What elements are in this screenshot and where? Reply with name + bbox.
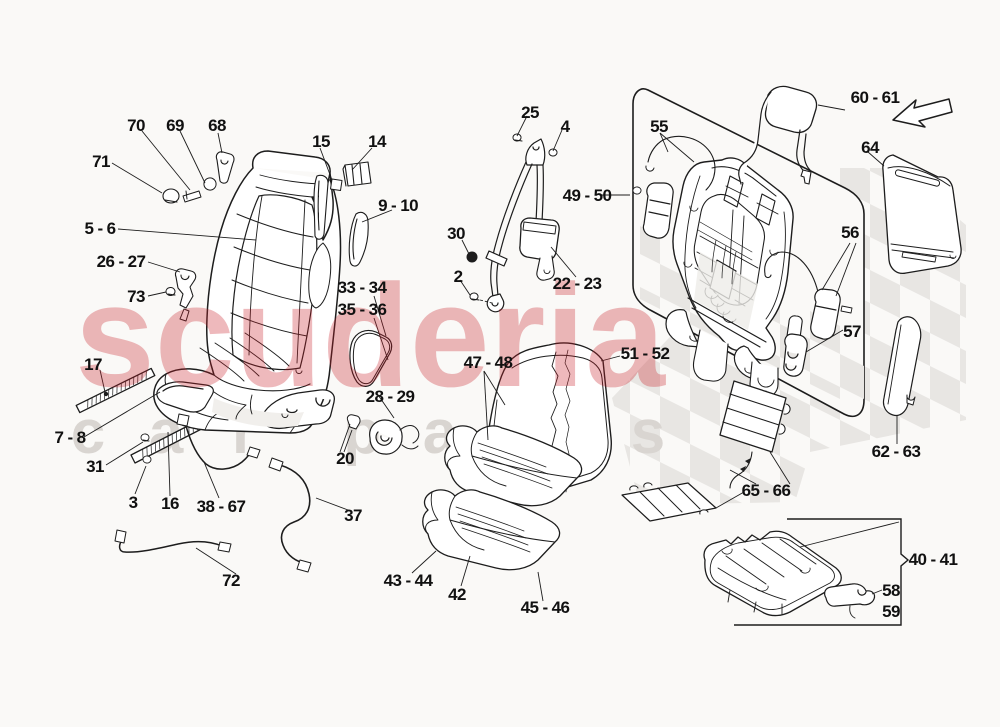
svg-text:73: 73 — [127, 287, 145, 306]
svg-text:35 - 36: 35 - 36 — [338, 300, 387, 319]
svg-text:c: c — [71, 398, 105, 467]
svg-text:14: 14 — [368, 132, 387, 151]
svg-text:2: 2 — [454, 267, 463, 286]
svg-text:70: 70 — [127, 116, 145, 135]
svg-text:56: 56 — [841, 223, 859, 242]
svg-text:3: 3 — [129, 493, 138, 512]
svg-text:58: 58 — [882, 581, 900, 600]
svg-text:72: 72 — [222, 571, 240, 590]
svg-text:15: 15 — [312, 132, 330, 151]
svg-text:68: 68 — [208, 116, 226, 135]
svg-text:65 - 66: 65 - 66 — [742, 481, 791, 500]
svg-text:33 - 34: 33 - 34 — [338, 278, 388, 297]
svg-text:17: 17 — [84, 355, 102, 374]
svg-text:s: s — [631, 398, 665, 467]
svg-text:47 - 48: 47 - 48 — [464, 353, 513, 372]
svg-text:40 - 41: 40 - 41 — [909, 550, 958, 569]
svg-text:28 - 29: 28 - 29 — [366, 387, 415, 406]
svg-text:57: 57 — [843, 322, 861, 341]
svg-text:22 - 23: 22 - 23 — [553, 274, 602, 293]
svg-text:16: 16 — [161, 494, 179, 513]
svg-text:71: 71 — [92, 152, 110, 171]
svg-text:60 - 61: 60 - 61 — [851, 88, 900, 107]
svg-text:62 - 63: 62 - 63 — [872, 442, 921, 461]
svg-text:49 - 50: 49 - 50 — [563, 186, 612, 205]
svg-text:51 - 52: 51 - 52 — [621, 344, 670, 363]
svg-text:scuderia: scuderia — [75, 254, 667, 417]
svg-text:26 - 27: 26 - 27 — [97, 252, 146, 271]
svg-text:55: 55 — [650, 117, 668, 136]
svg-text:25: 25 — [521, 103, 539, 122]
svg-text:31: 31 — [86, 457, 104, 476]
svg-text:30: 30 — [447, 224, 465, 243]
svg-text:38 - 67: 38 - 67 — [197, 497, 246, 516]
svg-text:9 - 10: 9 - 10 — [378, 196, 418, 215]
svg-text:5 - 6: 5 - 6 — [84, 219, 115, 238]
svg-text:42: 42 — [448, 585, 466, 604]
svg-text:20: 20 — [336, 449, 354, 468]
svg-text:45 - 46: 45 - 46 — [521, 598, 570, 617]
svg-text:59: 59 — [882, 602, 900, 621]
svg-text:69: 69 — [166, 116, 184, 135]
svg-text:37: 37 — [344, 506, 362, 525]
svg-text:7 - 8: 7 - 8 — [54, 428, 85, 447]
svg-text:64: 64 — [861, 138, 880, 157]
svg-text:4: 4 — [561, 117, 571, 136]
svg-text:43 - 44: 43 - 44 — [384, 571, 434, 590]
